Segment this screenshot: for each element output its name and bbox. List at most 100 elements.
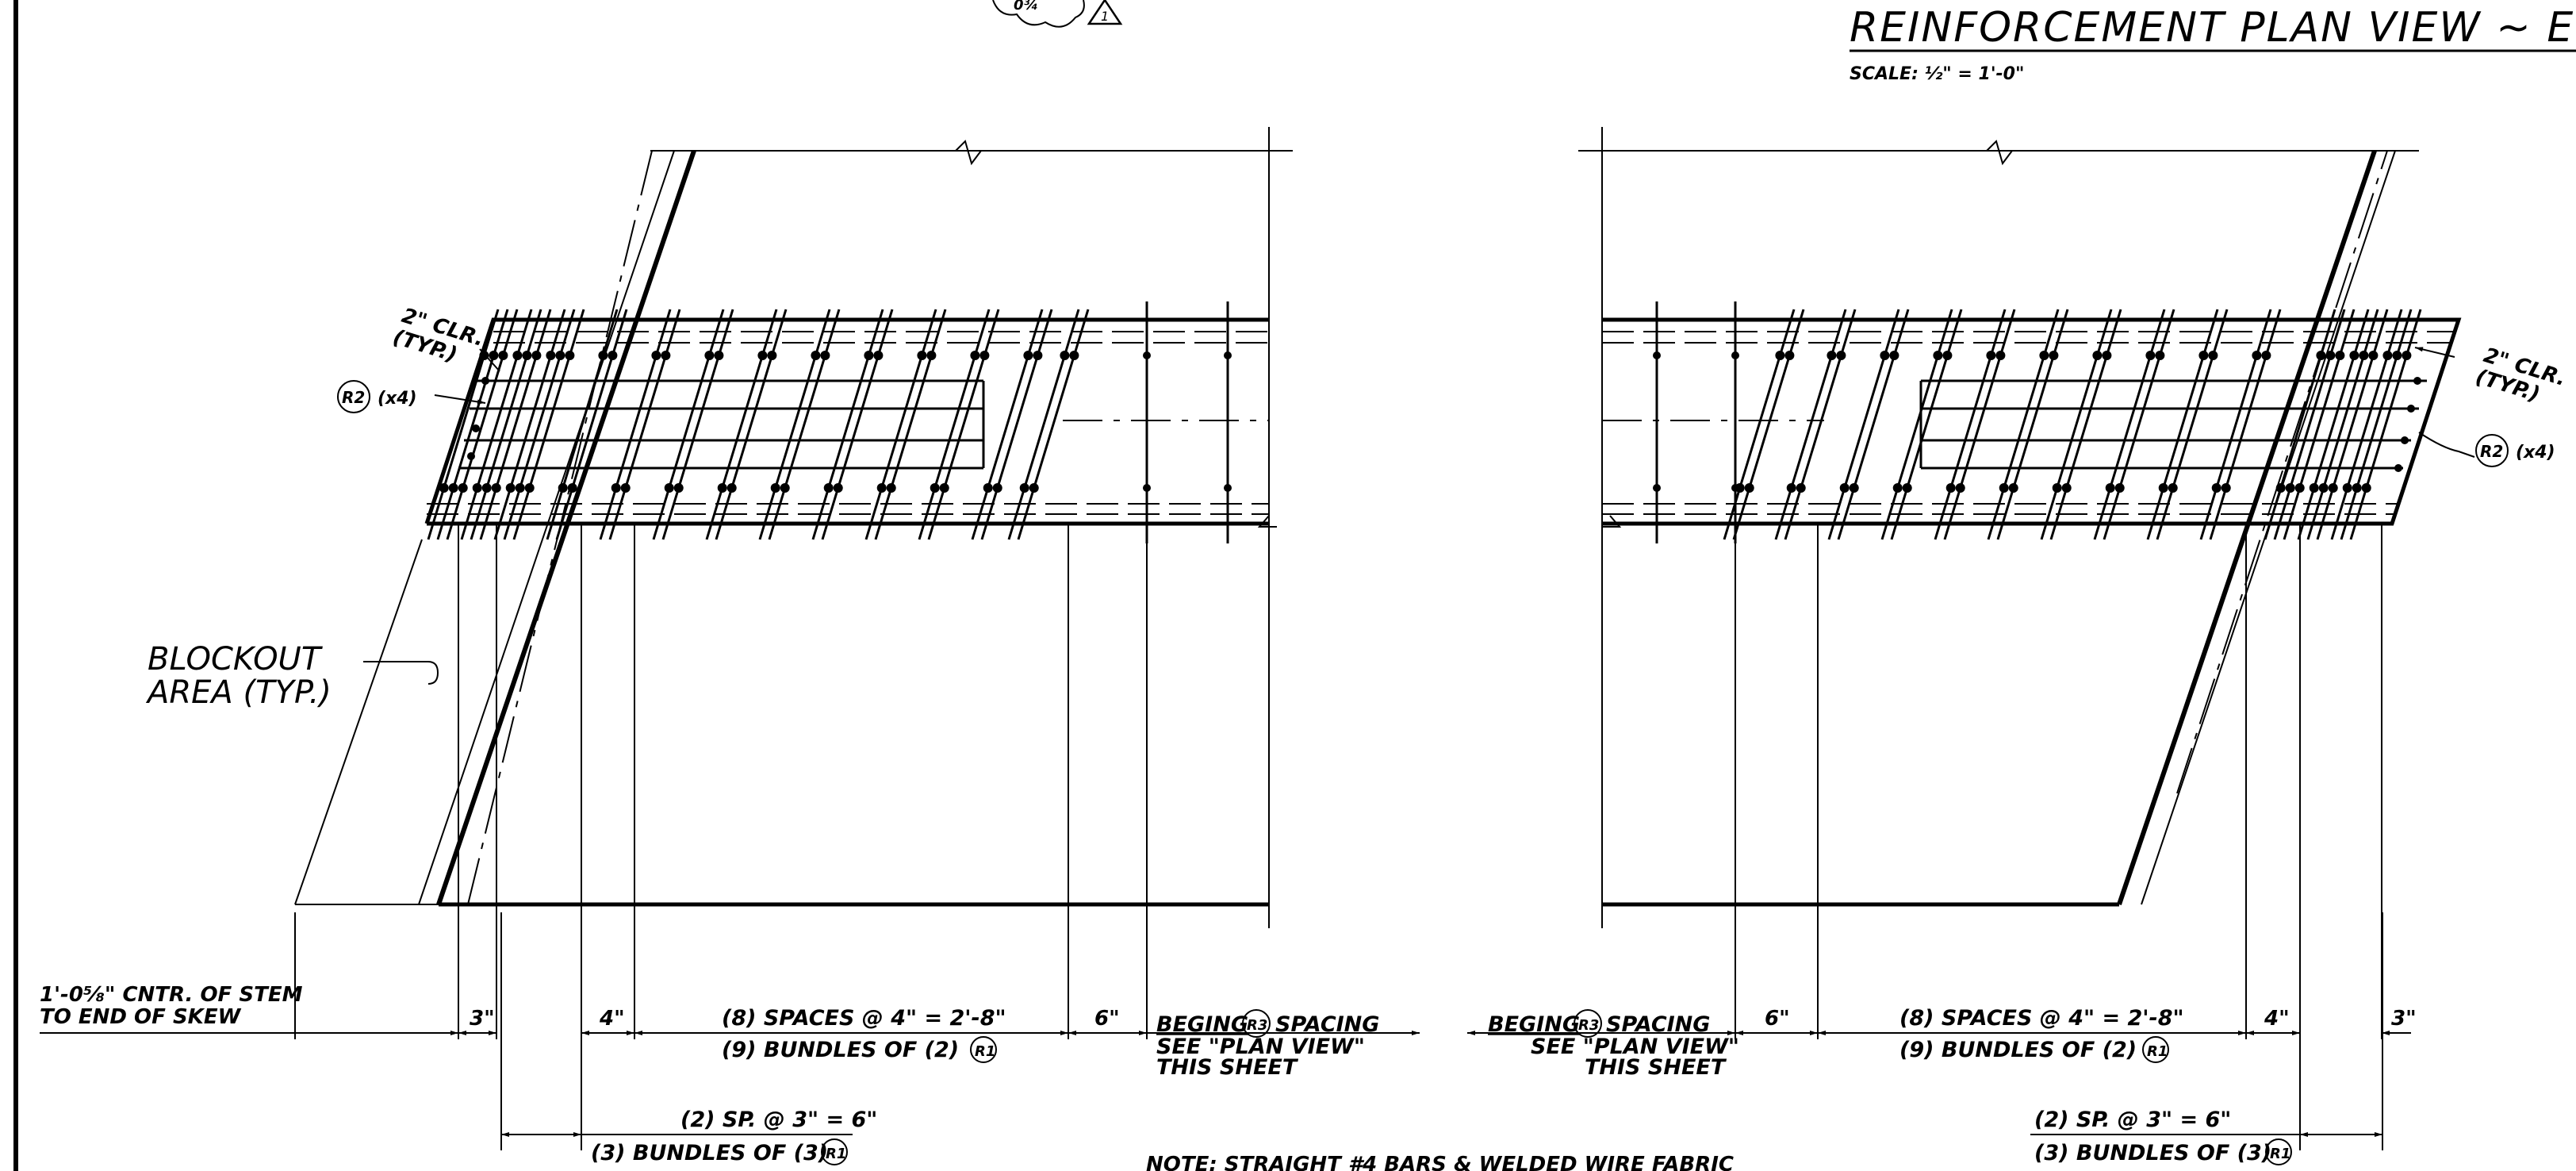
right-r1-bar-dot [1889, 351, 1899, 360]
left-this-sheet-label: THIS SHEET [1156, 1055, 1299, 1080]
left-plan-view [294, 127, 1293, 928]
right-r1-bar-dot [2342, 483, 2352, 493]
left-bundles-label: (9) BUNDLES OF (2) [722, 1038, 959, 1062]
left-r1-bar [446, 309, 519, 540]
left-r1-bar [715, 309, 788, 540]
left-r1-bar [546, 309, 619, 540]
right-r1-bar [2340, 309, 2413, 540]
left-r1-bar-dot [458, 483, 468, 493]
right-r1-bar [2040, 309, 2113, 540]
right-spaces-label: (8) SPACES @ 4" = 2'-8" [1899, 1006, 2184, 1031]
right-r1-bar-dot [2102, 351, 2112, 360]
left-r1-bar-dot [505, 483, 516, 493]
left-r1-bar-dot [448, 483, 458, 493]
svg-text:R1: R1 [826, 1146, 846, 1162]
right-r1-bar-dot [2294, 483, 2305, 493]
right-r1-bar-dot [1892, 483, 1903, 493]
right-r1-bar-dot [2349, 351, 2359, 360]
left-r1-bar-dot [608, 351, 618, 360]
left-r1-bar-dot [714, 351, 724, 360]
left-sp-bundles-label: (3) BUNDLES OF (3) [591, 1141, 828, 1165]
left-top-break [955, 140, 982, 166]
right-r1-bar [2330, 309, 2403, 540]
right-r1-bar-dot [2092, 351, 2103, 360]
right-r1-bar-dot [2061, 483, 2072, 493]
left-r1-bar-dot [546, 351, 556, 360]
left-dim-3: 3" [470, 1007, 495, 1031]
revision-delta-icon: 1 [1087, 0, 1123, 25]
right-r1-bar-dot [2361, 483, 2371, 493]
right-r1-bar [1723, 309, 1796, 540]
left-r1-bar [874, 309, 947, 540]
right-r1-bar [1880, 309, 1953, 540]
blockout-label-line1: BLOCKOUT [148, 641, 324, 678]
left-r1-bar-dot [598, 351, 608, 360]
right-r1-bar [2273, 309, 2346, 540]
left-r1-bar-dot [767, 351, 777, 360]
right-r1-bar [2146, 309, 2219, 540]
left-blockout-line [294, 539, 423, 905]
svg-text:(x4): (x4) [2516, 443, 2555, 463]
left-r1-bar-dot [522, 351, 532, 360]
left-r1-bar-dot [491, 483, 501, 493]
left-begin-label: BEGING [1156, 1012, 1248, 1037]
right-r1-bar-dot [2328, 483, 2338, 493]
right-r1-bar [1996, 309, 2069, 540]
left-r1-bar-dot [531, 351, 542, 360]
left-r1-bar-dot [558, 483, 568, 493]
right-r1-bar-dot [2368, 351, 2379, 360]
right-r1-bar [2306, 309, 2379, 540]
right-r1-bar-dot [2114, 483, 2125, 493]
left-r1-bar-dot [481, 483, 492, 493]
left-r1-bar [918, 309, 991, 540]
left-r2-callout: R2 (x4) [337, 380, 417, 413]
svg-text:R1: R1 [975, 1043, 995, 1060]
right-r1-bar [2283, 309, 2356, 540]
right-r1-bar-dot [2158, 483, 2168, 493]
right-r1-bar-dot [2208, 351, 2218, 360]
right-r1-bar-dot [1942, 351, 1953, 360]
left-r1-bar-dot [823, 483, 834, 493]
left-r1-bar-dot [498, 351, 508, 360]
left-spaces-label: (8) SPACES @ 4" = 2'-8" [722, 1006, 1006, 1031]
left-r1-bar-dot [873, 351, 884, 360]
left-r1-bar-dot [876, 483, 887, 493]
svg-text:(x4): (x4) [378, 389, 417, 409]
right-r1-bar-dot [1945, 483, 1956, 493]
left-r1-bar [758, 309, 831, 540]
drawing-title: REINFORCEMENT PLAN VIEW ~ E [1850, 4, 2574, 52]
left-r1-bar-dot [651, 351, 661, 360]
right-r1-bar [2103, 309, 2175, 540]
left-r1-bar-dot [979, 351, 990, 360]
right-r1-bar [1934, 309, 2007, 540]
left-r1-bar-dot [489, 351, 499, 360]
right-r1-bar-dot [1999, 483, 2009, 493]
left-r1-bar-dot [717, 483, 727, 493]
left-r1-bar [768, 309, 841, 540]
right-begin-label: BEGING [1488, 1012, 1580, 1037]
left-r3-mark: R3 [1242, 1009, 1271, 1038]
left-r1-bar [661, 309, 734, 540]
right-r1-bar-dot [2155, 351, 2165, 360]
left-r1-bar-dot [567, 483, 577, 493]
left-r1-bar-dot [1019, 483, 1029, 493]
left-r1-bar-dot [1029, 483, 1039, 493]
right-r1-bar [2199, 309, 2272, 540]
left-r1-bar [608, 309, 681, 540]
right-r1-bar [1890, 309, 1963, 540]
right-r1-bar-dot [1775, 351, 1785, 360]
left-r1-bar-dot [565, 351, 575, 360]
right-r1-bar-dot [2252, 351, 2262, 360]
left-r1-bar [460, 309, 533, 540]
note-text: NOTE: STRAIGHT #4 BARS & WELDED WIRE FAB… [1146, 1153, 1734, 1171]
left-r1-bar-dot [983, 483, 993, 493]
left-r1-bar [811, 309, 884, 540]
right-r1-bar-dot [2261, 351, 2271, 360]
right-slab-outline [1602, 317, 2462, 526]
right-r1-bar-dot [2211, 483, 2221, 493]
left-r1-bar-dot [1033, 351, 1043, 360]
left-r1-bar-dot [515, 483, 525, 493]
left-r1-bar-dot [704, 351, 715, 360]
right-r1-bar [1732, 309, 1805, 540]
left-r1-bar-dot [726, 483, 737, 493]
